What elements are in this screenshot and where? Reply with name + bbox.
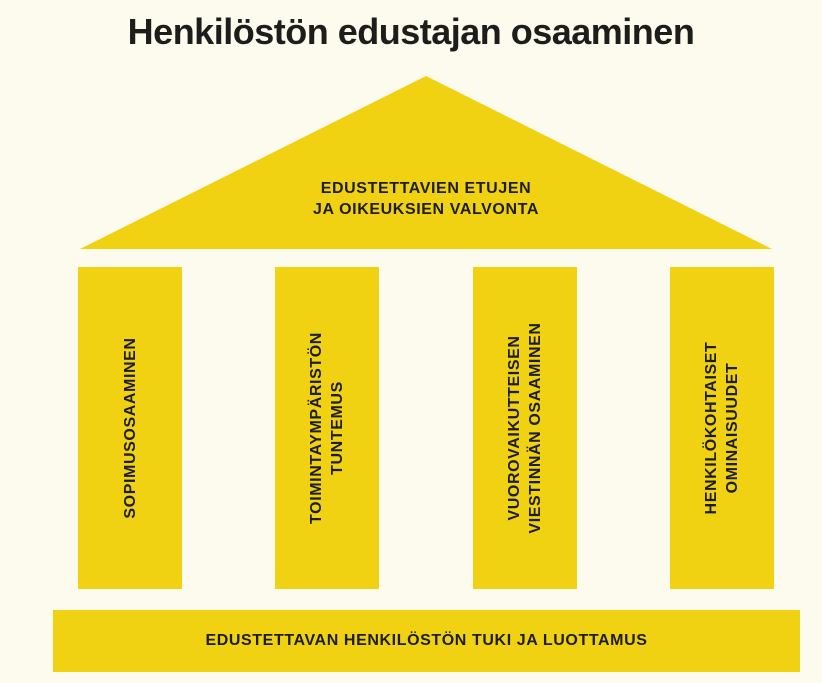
page-title: Henkilöstön edustajan osaaminen <box>127 11 695 52</box>
pillar-vuorovaikutteisen-viestinnan-osaaminen: VUOROVAIKUTTEISEN VIESTINNÄN OSAAMINEN <box>473 267 577 589</box>
base-foundation: EDUSTETTAVAN HENKILÖSTÖN TUKI JA LUOTTAM… <box>53 610 800 672</box>
pillar-toimintaympariston-tuntemus: TOIMINTAYMPÄRISTÖN TUNTEMUS <box>275 267 379 589</box>
pillar-label-line-1: HENKILÖKOHTAISET <box>703 341 720 515</box>
pillar-label: SOPIMUSOSAAMINEN <box>108 278 152 578</box>
pillar-label: VUOROVAIKUTTEISEN VIESTINNÄN OSAAMINEN <box>503 278 547 578</box>
pillar-label: HENKILÖKOHTAISET OMINAISUUDET <box>700 278 744 578</box>
roof-shape <box>80 76 772 249</box>
roof-label-line-2: JA OIKEUKSIEN VALVONTA <box>313 201 539 218</box>
roof-label-line-1: EDUSTETTAVIEN ETUJEN <box>320 180 532 197</box>
pillar-label-line-1: SOPIMUSOSAAMINEN <box>121 337 139 519</box>
roof-label: EDUSTETTAVIEN ETUJEN JA OIKEUKSIEN VALVO… <box>226 178 626 220</box>
pillar-label: TOIMINTAYMPÄRISTÖN TUNTEMUS <box>305 278 349 578</box>
pillar-henkilokohtaiset-ominaisuudet: HENKILÖKOHTAISET OMINAISUUDET <box>670 267 774 589</box>
pillar-label-line-1: TOIMINTAYMPÄRISTÖN <box>308 332 325 524</box>
pillar-label-line-2: OMINAISUUDET <box>724 362 741 494</box>
base-label: EDUSTETTAVAN HENKILÖSTÖN TUKI JA LUOTTAM… <box>205 632 648 649</box>
pillar-label-line-2: VIESTINNÄN OSAAMINEN <box>527 322 544 534</box>
pillar-label-line-1: VUOROVAIKUTTEISEN <box>506 335 523 521</box>
pillar-sopimusosaaminen: SOPIMUSOSAAMINEN <box>78 267 182 589</box>
pillar-label-line-2: TUNTEMUS <box>329 381 346 475</box>
